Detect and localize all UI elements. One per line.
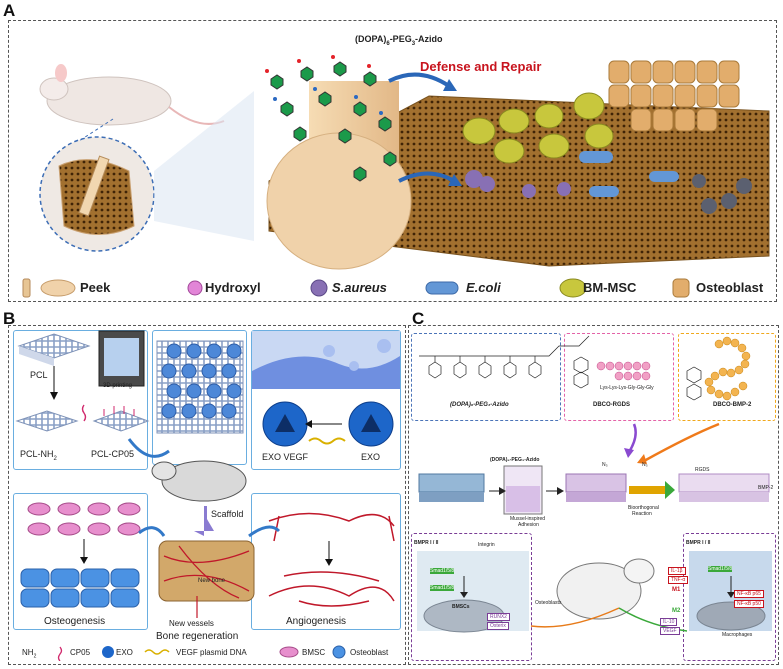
label-bmpr-right: BMPR I / II bbox=[686, 540, 711, 546]
label-smad-b: Smad1/5/8 bbox=[430, 585, 455, 591]
label-coating-title: (DOPA)₆-PEG₃-Azido bbox=[490, 457, 540, 463]
panel-letter-a: A bbox=[3, 1, 16, 20]
e-coli-icon bbox=[425, 281, 459, 295]
panel-letter-b: B bbox=[3, 309, 16, 328]
label-nfkb-p65: NF-κB p65 bbox=[734, 590, 764, 598]
panel-b-illustration bbox=[15, 330, 400, 618]
panel-c-frame bbox=[408, 325, 779, 665]
label-vegf: VEGF bbox=[660, 627, 680, 635]
s-aureus-icon bbox=[310, 279, 328, 297]
label-bmpr-left: BMPR I / II bbox=[414, 540, 439, 546]
label-m1: M1 bbox=[672, 587, 681, 593]
panel-letter-c: C bbox=[412, 309, 425, 328]
bm-msc-cells bbox=[462, 92, 614, 164]
legend-bmsc: BMSC bbox=[302, 648, 326, 657]
gradient-arrow bbox=[629, 486, 667, 494]
label-integrin: Integrin bbox=[478, 542, 495, 548]
legend-vegf-dna: VEGF plasmid DNA bbox=[176, 648, 247, 657]
legend-exo: EXO bbox=[116, 648, 133, 657]
label-pcl: PCL bbox=[30, 370, 48, 380]
pcl-nh2-mesh bbox=[15, 410, 79, 432]
label-bmscs: BMSCs bbox=[452, 604, 470, 610]
legend-nh2: NH2 bbox=[22, 648, 37, 660]
b-exo-box bbox=[251, 330, 401, 470]
label-angiogenesis: Angiogenesis bbox=[286, 616, 347, 627]
c-dopa-box bbox=[411, 333, 561, 421]
dopa-structure bbox=[419, 335, 590, 379]
coating-label: (DOPA)6-PEG3-Azido bbox=[355, 34, 443, 47]
label-bone-regeneration: Bone regeneration bbox=[156, 631, 239, 642]
label-bmp-tag: BMP-2 bbox=[758, 485, 774, 491]
c-bmp2-box bbox=[678, 333, 776, 421]
label-mussel: Mussel-inspired bbox=[510, 516, 546, 522]
pcl-cp05-mesh bbox=[92, 410, 150, 432]
bacteria-on-slab bbox=[465, 151, 752, 214]
legend-e-coli: E.coli bbox=[466, 280, 501, 295]
peek-rod-icon bbox=[22, 278, 31, 298]
label-mol-bmp2: DBCO-BMP-2 bbox=[713, 402, 752, 408]
defense-repair-label: Defense and Repair bbox=[420, 59, 542, 74]
panel-a-illustration bbox=[39, 55, 770, 270]
label-osterix: Osterix bbox=[487, 622, 509, 630]
panel-b-frame bbox=[8, 325, 406, 665]
b-osteogenesis-box bbox=[13, 493, 148, 630]
label-smad-a: Smad1/5/8 bbox=[430, 568, 455, 574]
legend-bm-msc: BM-MSC bbox=[583, 280, 637, 295]
osteoblast-cells bbox=[608, 60, 740, 132]
label-3d-printing: 3D printing bbox=[103, 383, 133, 389]
bone-regeneration-scaffold bbox=[158, 540, 255, 602]
mouse-illustration bbox=[39, 64, 225, 126]
label-il10: IL-10 bbox=[660, 618, 678, 626]
label-peptide: Lys-Lys-Lys-Gly-Gly-Gly bbox=[600, 385, 654, 391]
label-mol-dopa: (DOPA)₆-PEG₃-Azido bbox=[450, 402, 509, 408]
c-macrophage-box bbox=[683, 533, 776, 661]
osteoblast-icon bbox=[672, 278, 690, 298]
legend-hydroxyl: Hydroxyl bbox=[205, 280, 261, 295]
label-exo-vegf: EXO VEGF bbox=[262, 452, 309, 462]
label-m2: M2 bbox=[672, 608, 681, 614]
label-smad-r: Smad1/5/8 bbox=[708, 566, 733, 572]
label-tnfa: TNF-α bbox=[668, 576, 689, 584]
label-pcl-nh2: PCL-NH2 bbox=[20, 449, 57, 462]
label-bioorth: Bioorthogonal bbox=[628, 505, 659, 511]
label-runx2: RUNX2 bbox=[487, 613, 510, 621]
label-osteoblasts: Osteoblasts bbox=[535, 600, 562, 606]
label-adhesion: Adhesion bbox=[518, 522, 539, 528]
label-osteogenesis: Osteogenesis bbox=[44, 616, 106, 627]
legend-s-aureus: S.aureus bbox=[332, 280, 387, 295]
b-mouse bbox=[161, 460, 247, 502]
legend-icons-b bbox=[57, 645, 346, 661]
peek-disc-icon bbox=[40, 279, 76, 297]
label-new-bone: New bone bbox=[198, 578, 226, 584]
c-rat bbox=[556, 562, 642, 620]
arrow-to-repair bbox=[388, 72, 451, 88]
panel-a-frame bbox=[8, 20, 777, 302]
label-pcl-cp05: PCL-CP05 bbox=[91, 449, 135, 459]
legend-osteoblast-b: Osteoblast bbox=[350, 648, 389, 657]
legend-peek: Peek bbox=[80, 280, 111, 295]
c-rgds-box bbox=[564, 333, 674, 421]
label-nfkb-p50: NF-κB p50 bbox=[734, 600, 764, 608]
legend-cp05: CP05 bbox=[70, 648, 91, 657]
c-bmsc-box bbox=[411, 533, 532, 661]
label-n3-b: N₃ bbox=[642, 462, 648, 468]
label-n3-a: N₃ bbox=[602, 462, 608, 468]
polymer-brushes bbox=[265, 55, 397, 182]
b-fabrication-box bbox=[13, 330, 148, 470]
label-il1b: IL-1β bbox=[668, 567, 686, 575]
label-reaction: Reaction bbox=[632, 511, 652, 517]
label-macrophages: Macrophages bbox=[722, 632, 753, 638]
panel-c-illustration bbox=[417, 335, 772, 633]
label-new-vessels: New vessels bbox=[169, 619, 214, 628]
hydroxyl-icon bbox=[187, 280, 203, 296]
legend-osteoblast: Osteoblast bbox=[696, 280, 764, 295]
label-scaffold: Scaffold bbox=[211, 509, 244, 519]
arrow-to-defense bbox=[398, 171, 456, 183]
bm-msc-icon bbox=[559, 278, 587, 298]
label-rgds-tag: RGDS bbox=[695, 467, 710, 473]
label-mol-rgds: DBCO-RGDS bbox=[593, 402, 630, 408]
label-exo: EXO bbox=[361, 452, 381, 462]
legend-icons-a bbox=[22, 278, 690, 298]
